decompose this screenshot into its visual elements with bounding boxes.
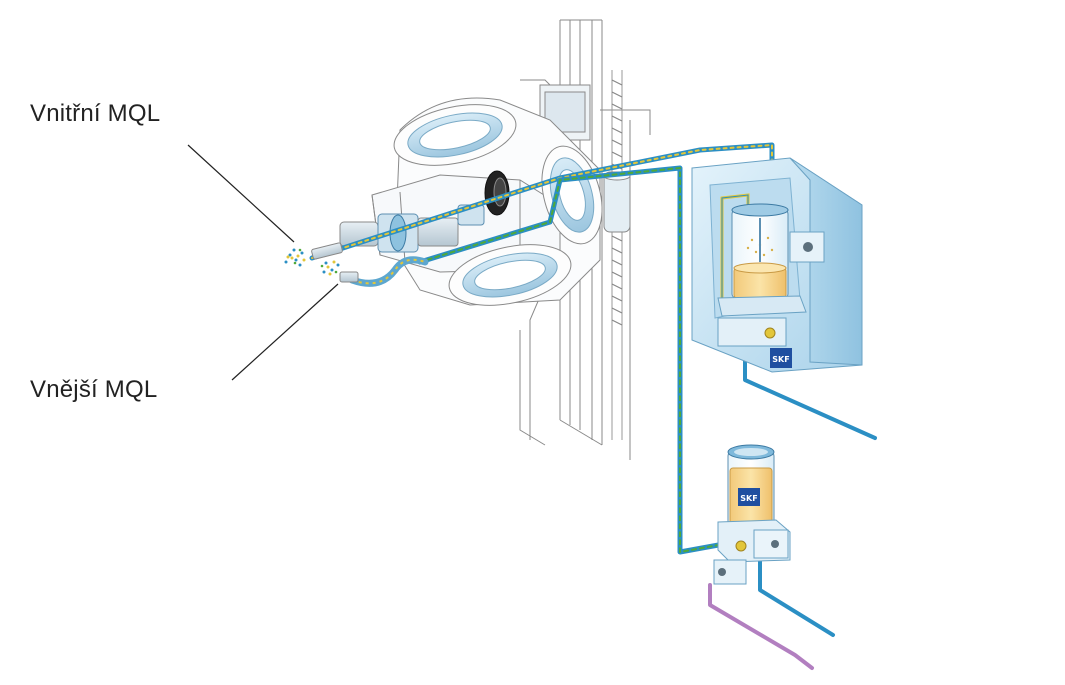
mql-pump-unit-icon — [713, 444, 791, 585]
label-external-mql: Vnější MQL — [30, 376, 158, 403]
leader-lines — [187, 144, 339, 381]
skf-logo-icon: SKF — [738, 488, 760, 506]
label-internal-mql: Vnitřní MQL — [30, 100, 161, 127]
external-nozzle-hose — [339, 256, 429, 287]
mist-spray — [284, 248, 340, 276]
mql-tank-cabinet-icon — [691, 157, 863, 373]
leader-line-internal — [187, 144, 295, 243]
skf-logo-icon: SKF — [770, 348, 792, 368]
internal-nozzle — [311, 242, 343, 260]
leader-line-external — [231, 283, 339, 381]
skf-logo-text-lower: SKF — [740, 494, 757, 503]
ball-screw — [603, 70, 631, 440]
skf-logo-text-upper: SKF — [772, 355, 789, 364]
